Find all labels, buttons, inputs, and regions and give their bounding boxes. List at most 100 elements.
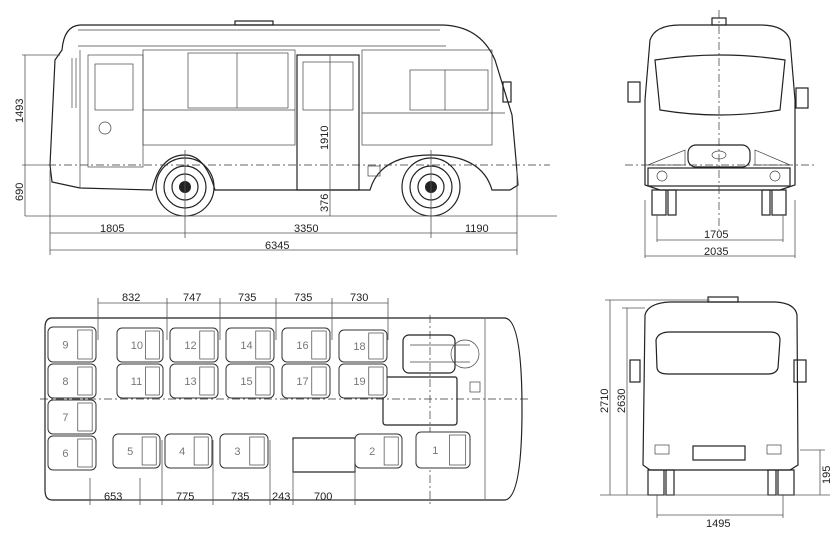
seat-back [368, 366, 384, 396]
dim-rear-track: 1495 [706, 518, 730, 530]
seat-back [255, 330, 271, 360]
seat-7: 7 [47, 399, 97, 435]
dim-seat-pitch-5: 730 [350, 292, 368, 304]
seat-10: 10 [116, 327, 164, 363]
seat-9: 9 [47, 326, 97, 363]
dim-seat-pitch-2: 747 [183, 292, 201, 304]
seat-outline [116, 363, 164, 399]
dim-front-overhang: 1805 [100, 223, 124, 235]
seat-2: 2 [354, 433, 403, 469]
seat-back [255, 366, 271, 396]
seat-number: 1 [432, 445, 438, 457]
seat-number: 16 [296, 340, 308, 352]
seat-11: 11 [116, 363, 164, 399]
seat-number: 14 [240, 340, 252, 352]
wheelchair-driver-area [402, 334, 480, 374]
seat-outline [164, 433, 213, 469]
seat-number: 15 [240, 376, 252, 388]
seat-back [249, 436, 265, 466]
rear-view: 2710 2630 195 1495 [599, 296, 833, 530]
dim-wheelbase: 3350 [294, 223, 318, 235]
dim-bottom-4: 243 [272, 491, 290, 503]
seat-number: 7 [62, 412, 68, 424]
seat-number: 13 [184, 376, 196, 388]
dim-bottom-5: 700 [314, 491, 332, 503]
seat-outline [219, 433, 269, 469]
seat-outline [415, 431, 471, 469]
seat-19: 19 [338, 363, 388, 399]
dim-bottom-3: 735 [231, 491, 249, 503]
seat-12: 12 [169, 327, 219, 363]
seat-back [77, 329, 93, 360]
dim-bottom-2: 775 [176, 491, 194, 503]
seat-back [193, 436, 209, 466]
seat-outline [47, 326, 97, 363]
dim-ground-clearance: 195 [821, 466, 833, 484]
seat-number: 5 [127, 446, 133, 458]
seat-14: 14 [225, 327, 275, 363]
seat-8: 8 [47, 363, 97, 399]
seat-number: 8 [62, 376, 68, 388]
seat-outline [354, 433, 403, 469]
seat-outline [47, 435, 97, 471]
dim-overall-width: 2035 [704, 246, 728, 258]
seat-back [77, 438, 93, 468]
seat-number: 17 [296, 376, 308, 388]
seat-back [145, 330, 160, 360]
side-view: 1805 3350 1190 6345 1493 690 1910 376 [14, 20, 557, 255]
dim-rear-body-height: 2630 [616, 389, 628, 413]
seat-back [141, 436, 157, 466]
seat-outline [112, 433, 161, 469]
dim-step-height: 376 [319, 194, 331, 212]
seat-13: 13 [169, 363, 219, 399]
seat-outline [338, 329, 388, 363]
seat-number: 18 [353, 341, 365, 353]
dim-door-height: 1910 [319, 126, 331, 150]
seat-1: 1 [415, 431, 471, 469]
seat-back [199, 330, 215, 360]
seat-back [199, 366, 215, 396]
dim-seat-pitch-1: 832 [122, 292, 140, 304]
seat-outline [225, 363, 275, 399]
seat-number: 19 [353, 376, 365, 388]
dim-bottom-1: 653 [104, 491, 122, 503]
seat-back [311, 330, 327, 360]
seat-16: 16 [281, 327, 331, 363]
seat-back [145, 366, 160, 396]
dim-rear-overall-height: 2710 [599, 389, 611, 413]
seat-back [311, 366, 327, 396]
dim-rear-overhang: 1190 [465, 223, 489, 235]
seat-outline [116, 327, 164, 363]
seat-outline [281, 363, 331, 399]
seat-4: 4 [164, 433, 213, 469]
dim-upper-height: 1493 [14, 99, 26, 123]
seat-back [449, 434, 467, 466]
dim-overall-length: 6345 [265, 240, 289, 252]
dim-front-track: 1705 [704, 229, 728, 241]
seat-number: 6 [62, 448, 68, 460]
dim-seat-pitch-4: 735 [294, 292, 312, 304]
seat-3: 3 [219, 433, 269, 469]
seat-number: 4 [179, 446, 185, 458]
dim-lower-height: 690 [14, 183, 26, 201]
seat-15: 15 [225, 363, 275, 399]
seat-18: 18 [338, 329, 388, 363]
seat-number: 3 [234, 446, 240, 458]
seat-number: 2 [369, 446, 375, 458]
seat-6: 6 [47, 435, 97, 471]
seat-outline [225, 327, 275, 363]
seat-outline [47, 363, 97, 399]
seat-back [368, 332, 384, 360]
seat-number: 9 [62, 340, 68, 352]
seat-number: 10 [131, 340, 143, 352]
seat-outline [169, 327, 219, 363]
seat-back [77, 402, 93, 432]
front-view: 1705 2035 [625, 10, 815, 258]
seat-outline [169, 363, 219, 399]
seat-back [383, 436, 399, 466]
seat-back [77, 366, 93, 396]
